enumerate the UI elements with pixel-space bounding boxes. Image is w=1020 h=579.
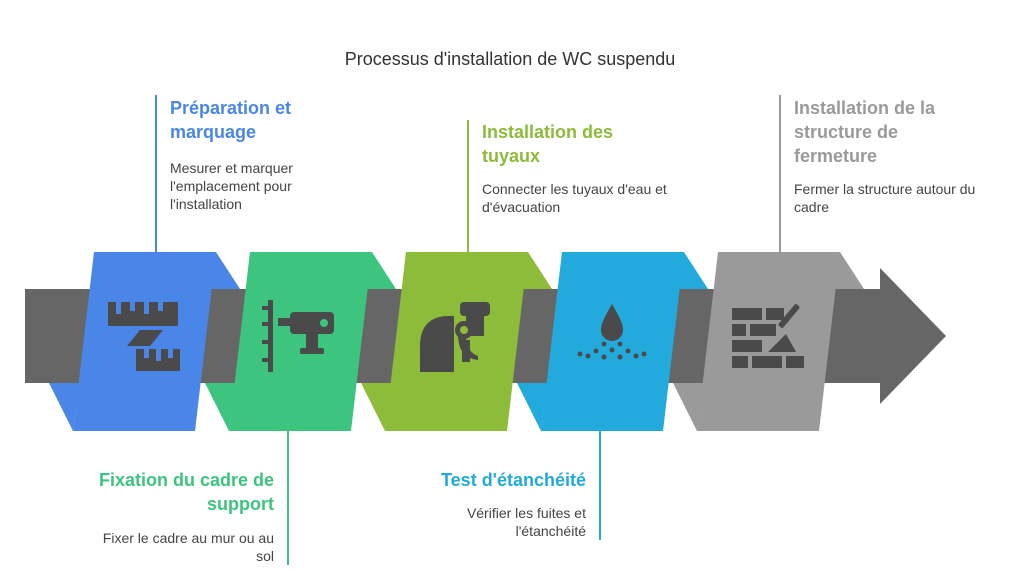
drill-icon xyxy=(262,300,334,372)
step-2-heading: Fixation du cadre de support xyxy=(98,470,274,514)
step-panel-2 xyxy=(229,252,372,431)
fold-5-bottom xyxy=(673,383,703,431)
fold-3-top xyxy=(522,252,552,289)
fold-2-top xyxy=(366,252,396,289)
step-1-heading: Préparation et marquage xyxy=(170,98,292,142)
step-4-description: Vérifier les fuites et l'étanchéité xyxy=(466,505,586,539)
fold-1-bottom xyxy=(49,383,79,431)
step-panel-3 xyxy=(385,252,528,431)
step-panel-4 xyxy=(541,252,684,431)
fold-3-bottom xyxy=(361,383,391,431)
step-2-description: Fixer le cadre au mur ou au sol xyxy=(102,530,274,564)
step-panel-5 xyxy=(697,252,840,431)
ruler-icon xyxy=(108,302,180,371)
step-4-heading: Test d'étanchéité xyxy=(441,470,586,490)
fold-2-bottom xyxy=(205,383,235,431)
diagram-title: Processus d'installation de WC suspendu xyxy=(344,49,676,69)
step-1-description: Mesurer et marquer l'emplacement pour l'… xyxy=(170,160,293,212)
step-3-heading: Installation des tuyaux xyxy=(482,122,614,166)
step-3-description: Connecter les tuyaux d'eau et d'évacuati… xyxy=(482,181,667,215)
fold-4-bottom xyxy=(517,383,547,431)
pipe-icon xyxy=(420,302,490,372)
step-5-heading: Installation de la structure de fermetur… xyxy=(794,98,936,166)
fold-1-top xyxy=(210,252,240,289)
water-drop-icon xyxy=(577,304,647,360)
brick-wall-icon xyxy=(732,304,804,368)
step-5-description: Fermer la structure autour du cadre xyxy=(794,181,976,215)
fold-4-top xyxy=(678,252,708,289)
fold-5-top xyxy=(834,252,864,289)
